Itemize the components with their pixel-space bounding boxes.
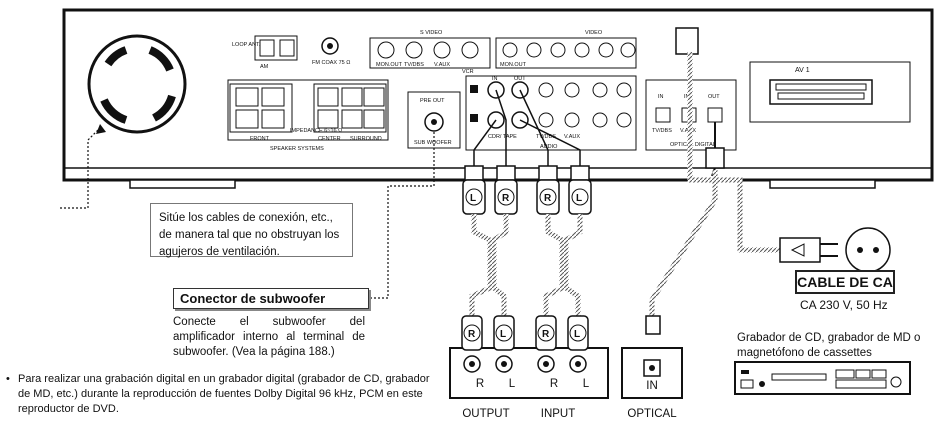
speaker-terminals: FRONT IMPEDANCE 6~16 Ω CENTER SURROUND S… <box>227 79 389 152</box>
plug-r-label: R <box>544 193 552 204</box>
svg-text:IN: IN <box>684 94 690 100</box>
svg-text:OUT: OUT <box>708 94 720 100</box>
svg-text:VIDEO: VIDEO <box>585 30 603 36</box>
ventilation-note: Sitúe los cables de conexión, etc., de m… <box>150 203 353 258</box>
svg-text:SURROUND: SURROUND <box>350 136 382 142</box>
recorder-r-label: R <box>475 378 485 390</box>
plug-r-label: R <box>468 329 476 340</box>
svg-text:FM COAX 75 Ω: FM COAX 75 Ω <box>312 60 350 66</box>
svg-text:V.AUX: V.AUX <box>434 62 450 68</box>
svg-text:AUDIO: AUDIO <box>540 144 558 150</box>
recorder-r-label: R <box>549 378 559 390</box>
plug-l-label: L <box>576 193 582 204</box>
av1-scart: AV 1 <box>749 61 911 123</box>
power-cord <box>675 27 891 273</box>
svg-text:S VIDEO: S VIDEO <box>420 30 443 36</box>
recorder-l-label: L <box>508 378 516 390</box>
svg-text:TV/DBS: TV/DBS <box>536 134 556 140</box>
ac-cable-title: CABLE DE CA <box>795 270 895 294</box>
video-jacks: S VIDEO VIDEO MON.OUT TV/DBS V.AUX VCR M… <box>369 30 637 75</box>
plug-l-label: L <box>500 329 506 340</box>
svg-text:SUB WOOFER: SUB WOOFER <box>414 140 452 146</box>
svg-text:CDR/ TAPE: CDR/ TAPE <box>488 134 517 140</box>
am-antenna-terminal: LOOP ANT. AM <box>232 35 298 70</box>
fm-antenna-jack: FM COAX 75 Ω <box>312 37 350 66</box>
optical-cable <box>645 122 725 335</box>
ventilation-arrow <box>60 124 106 209</box>
svg-text:MON.OUT: MON.OUT <box>376 62 403 68</box>
ac-cable-spec: CA 230 V, 50 Hz <box>800 298 888 312</box>
plug-l-label: L <box>574 329 580 340</box>
plug-r-label: R <box>502 193 510 204</box>
svg-text:CENTER: CENTER <box>318 136 341 142</box>
svg-text:AV 1: AV 1 <box>795 67 810 74</box>
subwoofer-callout-line <box>362 132 435 299</box>
svg-text:OPTICAL DIGITAL: OPTICAL DIGITAL <box>670 142 716 148</box>
subwoofer-pre-out: PRE OUT SUB WOOFER <box>407 91 461 149</box>
svg-text:IN: IN <box>492 76 498 82</box>
svg-text:AM: AM <box>260 64 269 70</box>
svg-text:MON.OUT: MON.OUT <box>500 62 527 68</box>
audio-cables-upper <box>473 89 581 166</box>
svg-text:SPEAKER SYSTEMS: SPEAKER SYSTEMS <box>270 146 324 152</box>
cd-recorder-device <box>734 361 911 395</box>
svg-text:V.AUX: V.AUX <box>564 134 580 140</box>
svg-text:PRE OUT: PRE OUT <box>420 98 445 104</box>
recorder-l-label: L <box>582 378 590 390</box>
audio-jacks: IN OUT CDR/ TAPE TV/DBS V.AUX AUDIO <box>465 75 637 151</box>
optical-in-label: IN <box>646 380 658 392</box>
output-label: OUTPUT <box>462 408 510 420</box>
subwoofer-connector-text: Conecte el subwoofer del amplificador in… <box>173 316 365 358</box>
svg-text:LOOP ANT.: LOOP ANT. <box>232 42 261 48</box>
braided-audio-cables <box>469 214 583 316</box>
plug-l-label: L <box>470 193 476 204</box>
svg-text:FRONT: FRONT <box>250 136 270 142</box>
svg-text:TV/DBS: TV/DBS <box>404 62 424 68</box>
svg-text:IN: IN <box>658 94 664 100</box>
digital-recording-note: Para realizar una grabación digital en u… <box>0 372 436 417</box>
recorder-label: Grabador de CD, grabador de MD o magnetó… <box>737 332 921 359</box>
subwoofer-connector-title: Conector de subwoofer <box>173 288 369 309</box>
svg-text:VCR: VCR <box>462 69 474 75</box>
receiver-rear-panel: LOOP ANT. AM FM COAX 75 Ω FRONT IMPEDAN <box>62 8 934 189</box>
svg-text:TV/DBS: TV/DBS <box>652 128 672 134</box>
input-label: INPUT <box>540 408 576 420</box>
recorder-connection-panel: R L R L <box>449 315 683 399</box>
svg-text:OUT: OUT <box>514 76 526 82</box>
svg-text:IMPEDANCE 6~16 Ω: IMPEDANCE 6~16 Ω <box>290 128 342 134</box>
ventilation-fan <box>87 34 187 134</box>
plug-r-label: R <box>542 329 550 340</box>
optical-label: OPTICAL <box>627 408 677 420</box>
